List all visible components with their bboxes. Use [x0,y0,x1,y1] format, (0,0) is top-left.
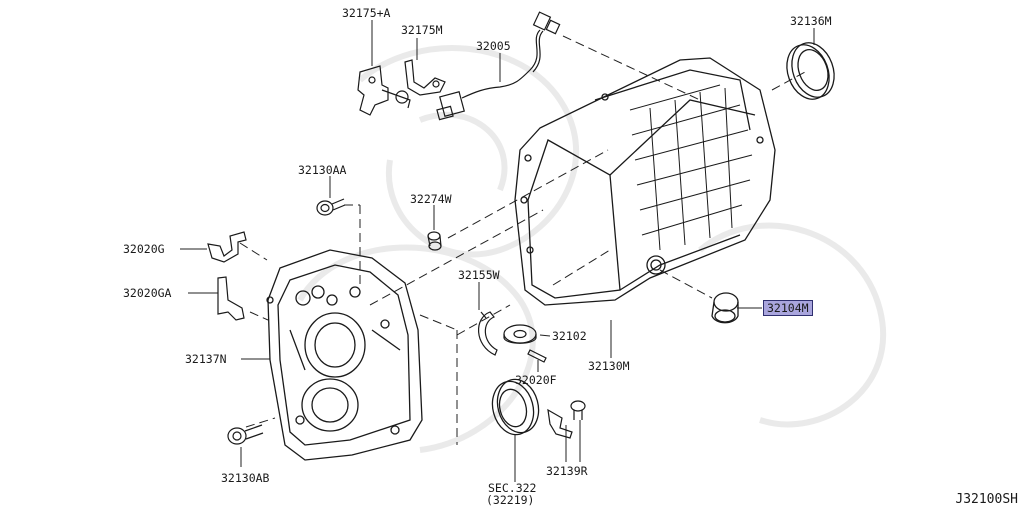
washer-32102[interactable] [504,325,536,343]
label-32130AB[interactable]: 32130AB [221,471,270,485]
label-32104M-highlighted[interactable]: 32104M [763,300,813,316]
bolt-32130AB[interactable] [228,425,263,444]
oil-seal-32136M[interactable] [780,37,842,105]
label-sec322[interactable]: SEC.322 [488,481,537,495]
label-32175A[interactable]: 32175+A [342,6,391,20]
label-32274W[interactable]: 32274W [410,192,452,206]
clip-32020GA[interactable] [218,277,244,320]
diagram-code: J32100SH [955,492,1018,507]
label-32130AA[interactable]: 32130AA [298,163,347,177]
label-32175M[interactable]: 32175M [401,23,443,37]
label-32020G[interactable]: 32020G [123,242,165,256]
oil-seal-sec322[interactable] [487,375,545,440]
leader-lines [180,20,815,482]
transmission-case-32130M[interactable] [515,58,775,305]
label-32137N[interactable]: 32137N [185,352,227,366]
clip-32020G[interactable] [208,232,246,262]
plug-32104M[interactable] [712,293,738,323]
snap-ring-32155W[interactable] [479,312,497,355]
bracket-32175A[interactable] [358,66,410,115]
adapter-case-32137N[interactable] [267,250,422,460]
dowel-32274W[interactable] [428,232,441,250]
sensor-harness-32005[interactable] [437,12,560,120]
watermark-logo [297,44,887,453]
label-32155W[interactable]: 32155W [458,268,500,282]
label-32020F[interactable]: 32020F [515,373,557,387]
label-32005[interactable]: 32005 [476,39,511,53]
pin-32020F[interactable] [528,350,546,362]
label-32020GA[interactable]: 32020GA [123,286,172,300]
label-32130M[interactable]: 32130M [588,359,630,373]
bracket-32175M[interactable] [405,60,445,95]
bolt-32130AA[interactable] [317,199,345,215]
bracket-bolt-32139R[interactable] [548,401,585,438]
label-sec322-sub: (32219) [486,493,535,507]
label-32136M[interactable]: 32136M [790,14,832,28]
label-32102[interactable]: 32102 [552,329,587,343]
label-32139R[interactable]: 32139R [546,464,588,478]
